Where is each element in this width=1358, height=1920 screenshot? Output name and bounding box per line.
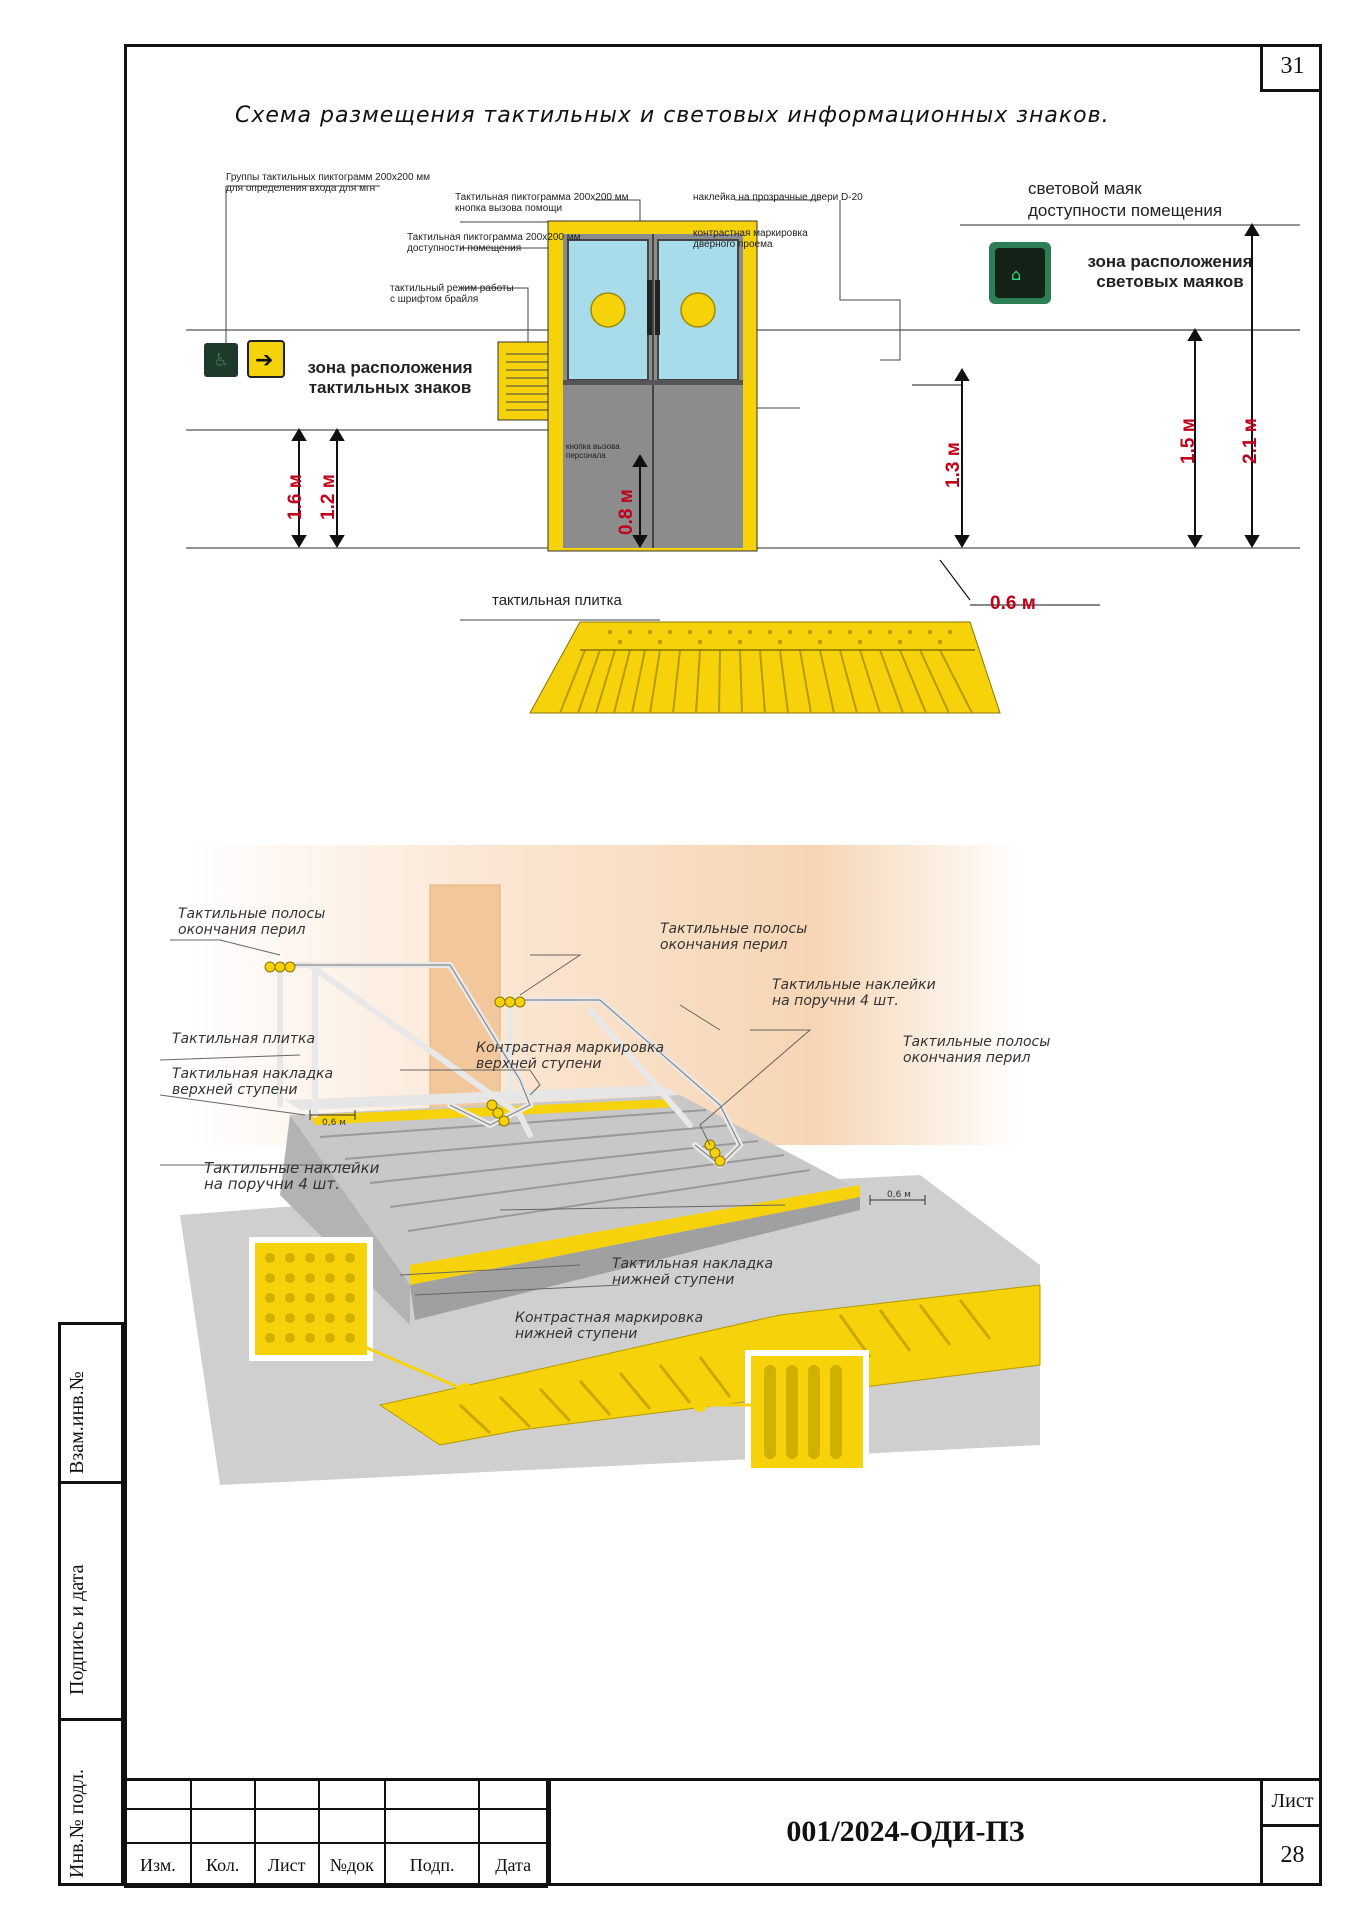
header-change: Изм. [124, 1842, 192, 1888]
page-title: Схема размещения тактильных и световых и… [235, 103, 1110, 128]
side-label-inventory: Инв.№ подл. [66, 1769, 88, 1878]
tactile-tile-icon [529, 621, 1001, 714]
wheelchair-sign-icon [204, 343, 238, 377]
door-icon [429, 884, 501, 1126]
document-code: 001/2024-ОДИ-ПЗ [548, 1778, 1260, 1886]
side-label-replacement: Взам.инв.№ [66, 1371, 88, 1474]
dimension-1-5: 1.5 м [1178, 418, 1199, 464]
dimension-2-1: 2.1 м [1240, 418, 1261, 464]
dimension-0-6: 0.6 м [990, 593, 1036, 614]
sheet-box: Лист 28 [1260, 1778, 1322, 1886]
stairs-diagram [160, 845, 1041, 1485]
title-block [124, 1778, 1322, 1886]
dim-top-step: 0,6 м [322, 1118, 346, 1128]
revision-table: Изм. Кол. Лист №док Подп. Дата [124, 1778, 548, 1888]
header-doc: №док [317, 1842, 387, 1888]
dimension-1-6: 1.6 м [285, 474, 306, 520]
header-sheet: Лист [253, 1842, 320, 1888]
signage-diagram: ♿ ➔ ♿ ⇥ ♿ [186, 185, 1300, 714]
dimension-1-3: 1.3 м [943, 442, 964, 488]
header-qty: Кол. [189, 1842, 256, 1888]
label-tactile-tile: Тактильная плитка [172, 1031, 316, 1047]
door-sticker-icon [590, 292, 626, 328]
svg-text:➔: ➔ [255, 348, 273, 373]
tactile-tile-label: тактильная плитка [492, 592, 622, 609]
sheet-label: Лист [1263, 1778, 1322, 1827]
door-sticker-icon [680, 292, 716, 328]
svg-text:⌂: ⌂ [1011, 265, 1021, 284]
page-frame [124, 44, 1322, 1886]
side-stamp-inventory [58, 1718, 124, 1886]
header-date: Дата [478, 1842, 548, 1888]
svg-text:♿: ♿ [213, 350, 229, 371]
arrow-sign-icon [247, 340, 285, 378]
dim-bottom-step: 0,6 м [887, 1190, 911, 1200]
door-icon [547, 220, 758, 552]
side-label-signature: Подпись и дата [66, 1564, 88, 1695]
dimension-0-8: 0.8 м [616, 489, 637, 535]
callout-door-sticker: наклейка на прозрачные двери D-20 [693, 192, 863, 203]
sheet-number: 28 [1280, 1841, 1305, 1868]
header-signature: Подп. [384, 1842, 481, 1888]
ground-tactile-tile [378, 1284, 1041, 1446]
page-number: 31 [1260, 44, 1322, 92]
dimension-1-2: 1.2 м [318, 474, 339, 520]
